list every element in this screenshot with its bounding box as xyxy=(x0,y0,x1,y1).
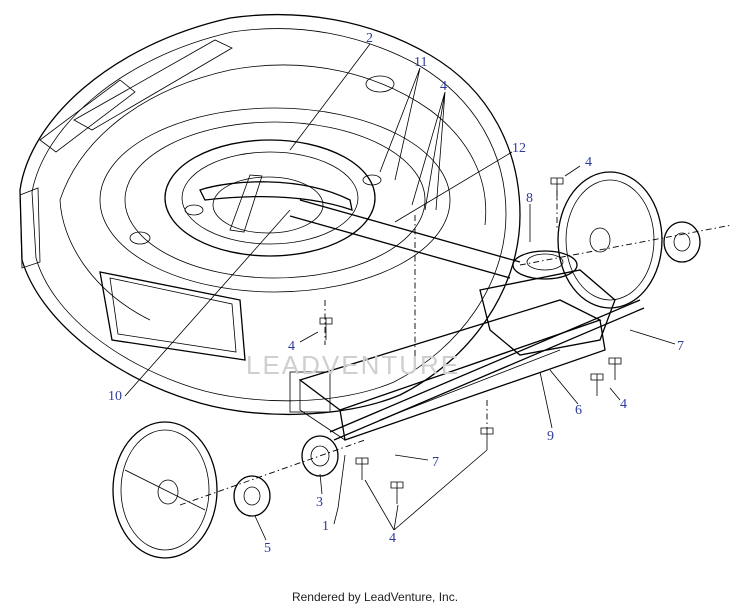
callout-4[interactable]: 4 xyxy=(440,79,447,94)
transmission-assembly xyxy=(289,250,645,441)
callout-4[interactable]: 4 xyxy=(620,397,627,412)
callout-4[interactable]: 4 xyxy=(585,155,592,170)
callout-7[interactable]: 7 xyxy=(677,339,684,354)
callout-4[interactable]: 4 xyxy=(288,339,295,354)
rear-pinion-gear xyxy=(663,221,701,263)
callout-7[interactable]: 7 xyxy=(432,455,439,470)
watermark: LEADVENTURE xyxy=(246,350,460,380)
callout-6[interactable]: 6 xyxy=(575,403,582,418)
callout-3[interactable]: 3 xyxy=(316,495,323,510)
callout-8[interactable]: 8 xyxy=(526,191,533,206)
centerlines xyxy=(179,190,733,506)
callout-11[interactable]: 11 xyxy=(414,55,427,70)
front-pinion-gear xyxy=(233,475,271,517)
callout-12[interactable]: 12 xyxy=(512,141,526,156)
callout-5[interactable]: 5 xyxy=(264,541,271,556)
callout-10[interactable]: 10 xyxy=(108,389,122,404)
callout-9[interactable]: 9 xyxy=(547,429,554,444)
rear-wheel xyxy=(557,171,663,309)
bolts xyxy=(319,177,622,504)
callout-1[interactable]: 1 xyxy=(322,519,329,534)
footer-credit: Rendered by LeadVenture, Inc. xyxy=(291,590,459,604)
callout-2[interactable]: 2 xyxy=(366,31,373,46)
front-wheel xyxy=(112,421,218,559)
callout-4[interactable]: 4 xyxy=(389,531,396,546)
mower-deck xyxy=(19,13,521,416)
callout-labels: 2 11 4 12 4 8 4 7 4 10 6 4 9 7 3 1 4 5 xyxy=(108,31,684,556)
leader-lines xyxy=(124,43,676,541)
wheel-hub-adapter xyxy=(301,435,339,477)
